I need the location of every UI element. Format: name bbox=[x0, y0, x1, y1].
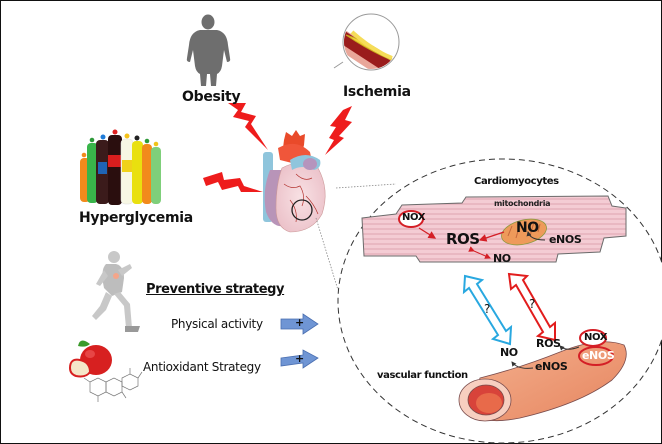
ischemia-lightning-icon bbox=[325, 106, 352, 155]
red-crosstalk-arrow bbox=[507, 272, 556, 342]
obesity-lightning-icon bbox=[228, 103, 268, 150]
vessel-ros-label: ROS bbox=[536, 337, 561, 350]
antioxidant-plus: + bbox=[295, 352, 305, 365]
vessel-enos-circled-label: eNOS bbox=[582, 349, 615, 362]
heart-icon bbox=[263, 130, 326, 233]
vessel-enos-label: eNOS bbox=[535, 360, 568, 373]
vascular-function-label: vascular function bbox=[377, 370, 468, 381]
antioxidant-molecule-icon bbox=[83, 368, 143, 402]
antioxidant-arrow bbox=[280, 349, 319, 369]
nox-to-ros-arrow bbox=[418, 227, 437, 239]
runner-icon bbox=[92, 251, 140, 332]
blue-crosstalk-arrow bbox=[462, 274, 513, 346]
zoom-connector-bottom bbox=[315, 217, 339, 291]
vessel-nox-label: NOX bbox=[584, 332, 608, 343]
apple-icon bbox=[68, 340, 112, 378]
enos-to-mito-arrow bbox=[526, 231, 546, 241]
soda-bottles-icon bbox=[80, 129, 161, 205]
physical-activity-label: Physical activity bbox=[171, 317, 263, 331]
cardio-no-mito-label: NO bbox=[516, 220, 539, 236]
obesity-label: Obesity bbox=[182, 89, 241, 105]
vessel-nox-circle bbox=[579, 329, 607, 347]
red-question-mark: ? bbox=[529, 297, 536, 311]
cardio-enos-label: eNOS bbox=[549, 233, 582, 246]
vessel-to-ros-arrow bbox=[559, 345, 580, 351]
antioxidant-strategy-label: Antioxidant Strategy bbox=[143, 360, 261, 374]
zoom-connector-top bbox=[335, 183, 397, 189]
physical-activity-arrow bbox=[280, 313, 319, 335]
mito-to-ros-arrow bbox=[478, 231, 505, 242]
vessel-enos-circle bbox=[578, 346, 614, 366]
cardio-no-label: NO bbox=[493, 252, 511, 265]
ischemia-label: Ischemia bbox=[343, 84, 411, 100]
cardio-ros-label: ROS bbox=[446, 230, 480, 248]
physical-activity-plus: + bbox=[295, 316, 305, 329]
blood-vessel-icon bbox=[458, 341, 627, 422]
hyperglycemia-lightning-icon bbox=[203, 172, 263, 192]
ischemia-vessel-icon bbox=[333, 13, 400, 71]
mitochondria-label: mitochondria bbox=[494, 199, 551, 208]
blue-question-mark: ? bbox=[484, 302, 491, 316]
ros-no-arrow bbox=[468, 246, 491, 259]
hyperglycemia-label: Hyperglycemia bbox=[79, 210, 193, 226]
cardiomyocyte-cell bbox=[361, 195, 627, 263]
vessel-no-label: NO bbox=[500, 346, 518, 359]
cardio-nox-label: NOX bbox=[402, 212, 426, 223]
preventive-strategy-title: Preventive strategy bbox=[146, 282, 285, 297]
vessel-enos-to-no-arrow bbox=[511, 361, 534, 369]
cardiomyocytes-title: Cardiomyocytes bbox=[474, 176, 559, 187]
obesity-silhouette-icon bbox=[186, 14, 231, 86]
cardio-nox-circle bbox=[398, 210, 424, 228]
